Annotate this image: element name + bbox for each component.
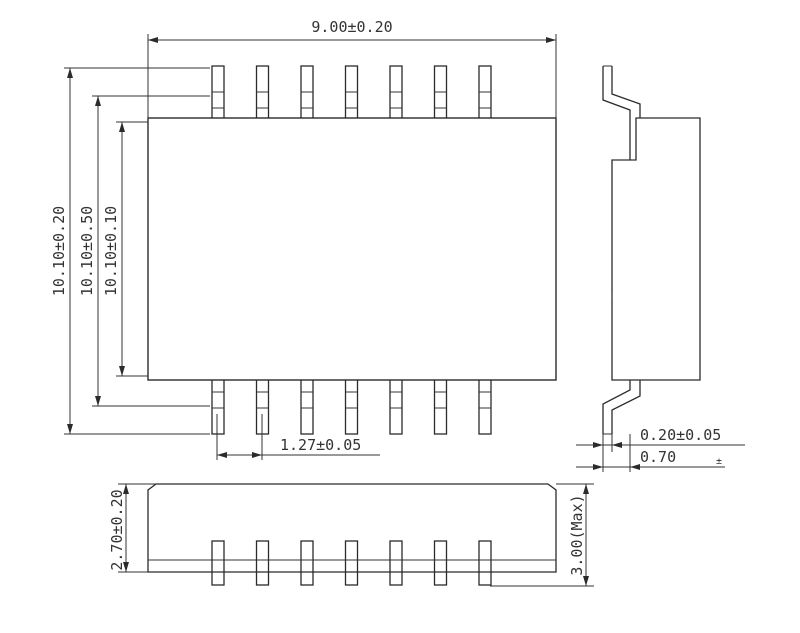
top-pin bbox=[478, 65, 492, 121]
bottom-pin bbox=[389, 377, 403, 435]
top-view: 9.00±0.20 10.10±0.20 10.10±0.50 10.10± bbox=[50, 18, 557, 460]
front-pin bbox=[255, 540, 270, 586]
top-pin bbox=[344, 65, 359, 121]
width-dimension: 9.00±0.20 bbox=[147, 18, 557, 118]
max-height-dimension: 3.00(Max) bbox=[490, 483, 594, 587]
top-pin bbox=[255, 65, 270, 121]
top-pin-row bbox=[211, 65, 492, 121]
bottom-pin bbox=[211, 377, 225, 435]
lead-span-label: 10.10±0.50 bbox=[78, 206, 96, 296]
bottom-pin bbox=[344, 377, 359, 435]
front-view: 2.70±0.20 3.00(Max) bbox=[108, 483, 594, 587]
top-pin bbox=[389, 65, 403, 121]
top-pin bbox=[211, 65, 225, 121]
top-pin bbox=[300, 65, 314, 121]
front-pin bbox=[433, 540, 448, 586]
front-pin bbox=[300, 540, 314, 586]
foot-length-tolerance-mark: ± bbox=[716, 456, 722, 467]
overall-length-label: 10.10±0.20 bbox=[50, 206, 68, 296]
package-body bbox=[147, 117, 557, 381]
lead-thickness-dimension: 0.20±0.05 bbox=[576, 426, 745, 472]
bottom-pin bbox=[433, 377, 448, 435]
max-height-label: 3.00(Max) bbox=[568, 494, 586, 575]
body-height-label: 2.70±0.20 bbox=[108, 489, 126, 570]
bottom-pin bbox=[478, 377, 492, 435]
front-pin bbox=[478, 540, 492, 586]
body-length-label: 10.10±0.10 bbox=[102, 206, 120, 296]
foot-length-dimension: 0.70 ± bbox=[576, 434, 725, 472]
top-pin bbox=[433, 65, 448, 121]
bottom-pin bbox=[300, 377, 314, 435]
foot-length-label: 0.70 bbox=[640, 448, 676, 466]
lead-thickness-label: 0.20±0.05 bbox=[640, 426, 721, 444]
pitch-label: 1.27±0.05 bbox=[280, 436, 361, 454]
width-label: 9.00±0.20 bbox=[311, 18, 392, 36]
front-pin-row bbox=[211, 540, 492, 586]
bottom-pin-row bbox=[211, 377, 492, 435]
body-height-dimension: 2.70±0.20 bbox=[108, 483, 156, 573]
length-dimensions: 10.10±0.20 10.10±0.50 10.10±0.10 bbox=[50, 67, 210, 435]
front-pin bbox=[344, 540, 359, 586]
front-pin bbox=[389, 540, 403, 586]
front-pin bbox=[211, 540, 225, 586]
side-view: 0.20±0.05 0.70 ± bbox=[576, 65, 745, 472]
pitch-dimension: 1.27±0.05 bbox=[216, 414, 380, 460]
